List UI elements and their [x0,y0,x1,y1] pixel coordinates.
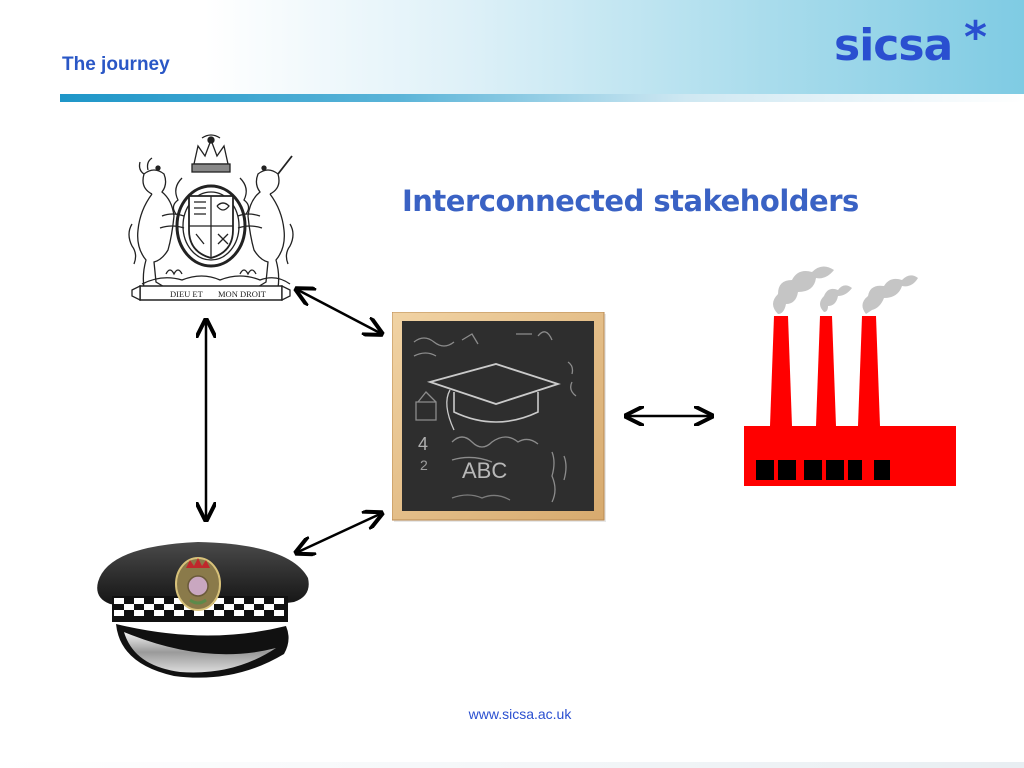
chalk-two: 2 [420,457,428,473]
sicsa-logo: sicsa * [834,12,1004,74]
logo-star: * [964,12,988,63]
header-rule [60,94,1024,102]
chalk-four: 4 [418,434,428,454]
factory-image [744,254,956,486]
header-band [0,0,1024,95]
motto-right: MON DROIT [218,289,267,299]
arrow-police-to-school [298,514,380,552]
footer-url[interactable]: www.sicsa.ac.uk [468,706,572,722]
chalkboard-image: ABC 4 2 [392,312,608,524]
police-cap-image [94,538,310,688]
bottom-rule [0,762,1024,768]
logo-text: sicsa [834,20,953,71]
motto-left: DIEU ET [170,289,204,299]
slide-title: The journey [62,54,170,75]
chalk-abc: ABC [462,458,507,483]
arrow-arms-to-school [298,290,380,333]
coat-of-arms-image: DIEU ET MON DROIT [122,134,300,306]
slide-heading: Interconnected stakeholders [402,184,859,218]
